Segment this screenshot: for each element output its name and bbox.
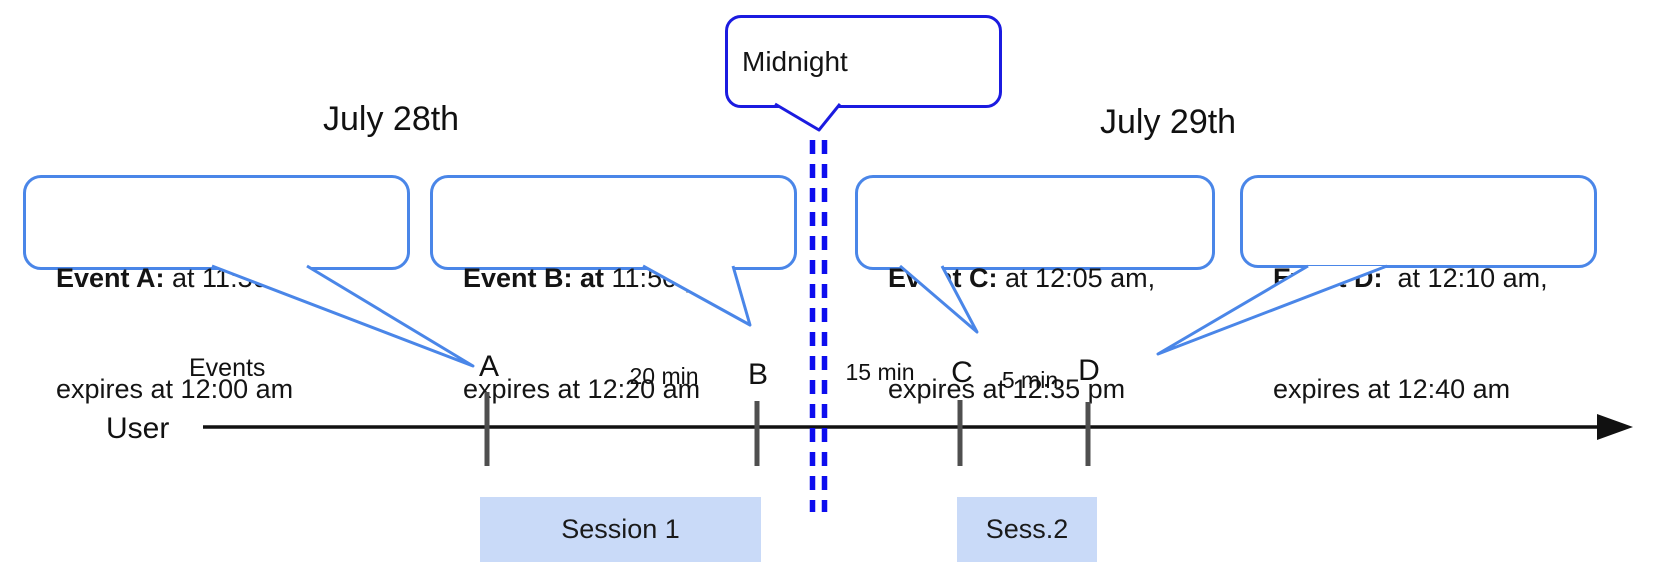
event-b-line2: expires at 12:20 am [463, 374, 701, 404]
event-b-time: 11:50 pm, [604, 263, 730, 293]
event-c-line2: expires at 12:35 pm [888, 374, 1126, 404]
event-d-line1: Event D: at 12:10 am, [1273, 260, 1586, 297]
session-2-box: Sess.2 [957, 497, 1097, 562]
tick-label-b: B [747, 358, 769, 391]
gap-label-5min: 5 min [1001, 367, 1059, 393]
event-a-line1: Event A: at 11:30 pm, [56, 260, 399, 297]
session-1-box: Session 1 [480, 497, 761, 562]
midnight-callout: Midnight [725, 15, 1002, 108]
timeline-arrowhead-icon [1597, 414, 1633, 440]
session-2-label: Sess.2 [985, 514, 1069, 544]
event-c-title: Event C: [888, 263, 998, 293]
event-a-time: at 11:30 pm, [164, 263, 321, 293]
event-b-title: Event B: at [463, 263, 605, 293]
user-axis-label: User [106, 412, 170, 445]
event-d-time: at 12:10 am, [1382, 263, 1548, 293]
event-d-callout: Event D: at 12:10 am, expires at 12:40 a… [1240, 175, 1597, 404]
midnight-label: Midnight [742, 45, 848, 77]
tick-label-a: A [478, 350, 500, 383]
event-a-title: Event A: [56, 263, 165, 293]
tick-label-c: C [951, 356, 973, 389]
event-b-line1: Event B: at 11:50 pm, [463, 260, 786, 297]
event-a-line2: expires at 12:00 am [56, 374, 294, 404]
date-right-label: July 29th [1100, 103, 1237, 141]
event-c-time: at 12:05 am, [997, 263, 1156, 293]
event-d-title: Event D: [1273, 263, 1383, 293]
event-c-callout: Event C: at 12:05 am, expires at 12:35 p… [855, 175, 1215, 404]
event-d-line2: expires at 12:40 am [1273, 374, 1511, 404]
gap-label-15min: 15 min [845, 359, 915, 385]
event-b-callout: Event B: at 11:50 pm, expires at 12:20 a… [430, 175, 797, 404]
event-c-line1: Event C: at 12:05 am, [888, 260, 1204, 297]
gap-label-20min: 20 min [629, 363, 699, 389]
event-a-callout: Event A: at 11:30 pm, expires at 12:00 a… [23, 175, 410, 404]
date-left-label: July 28th [323, 100, 460, 138]
tick-label-d: D [1078, 354, 1100, 387]
session-1-label: Session 1 [561, 514, 680, 544]
